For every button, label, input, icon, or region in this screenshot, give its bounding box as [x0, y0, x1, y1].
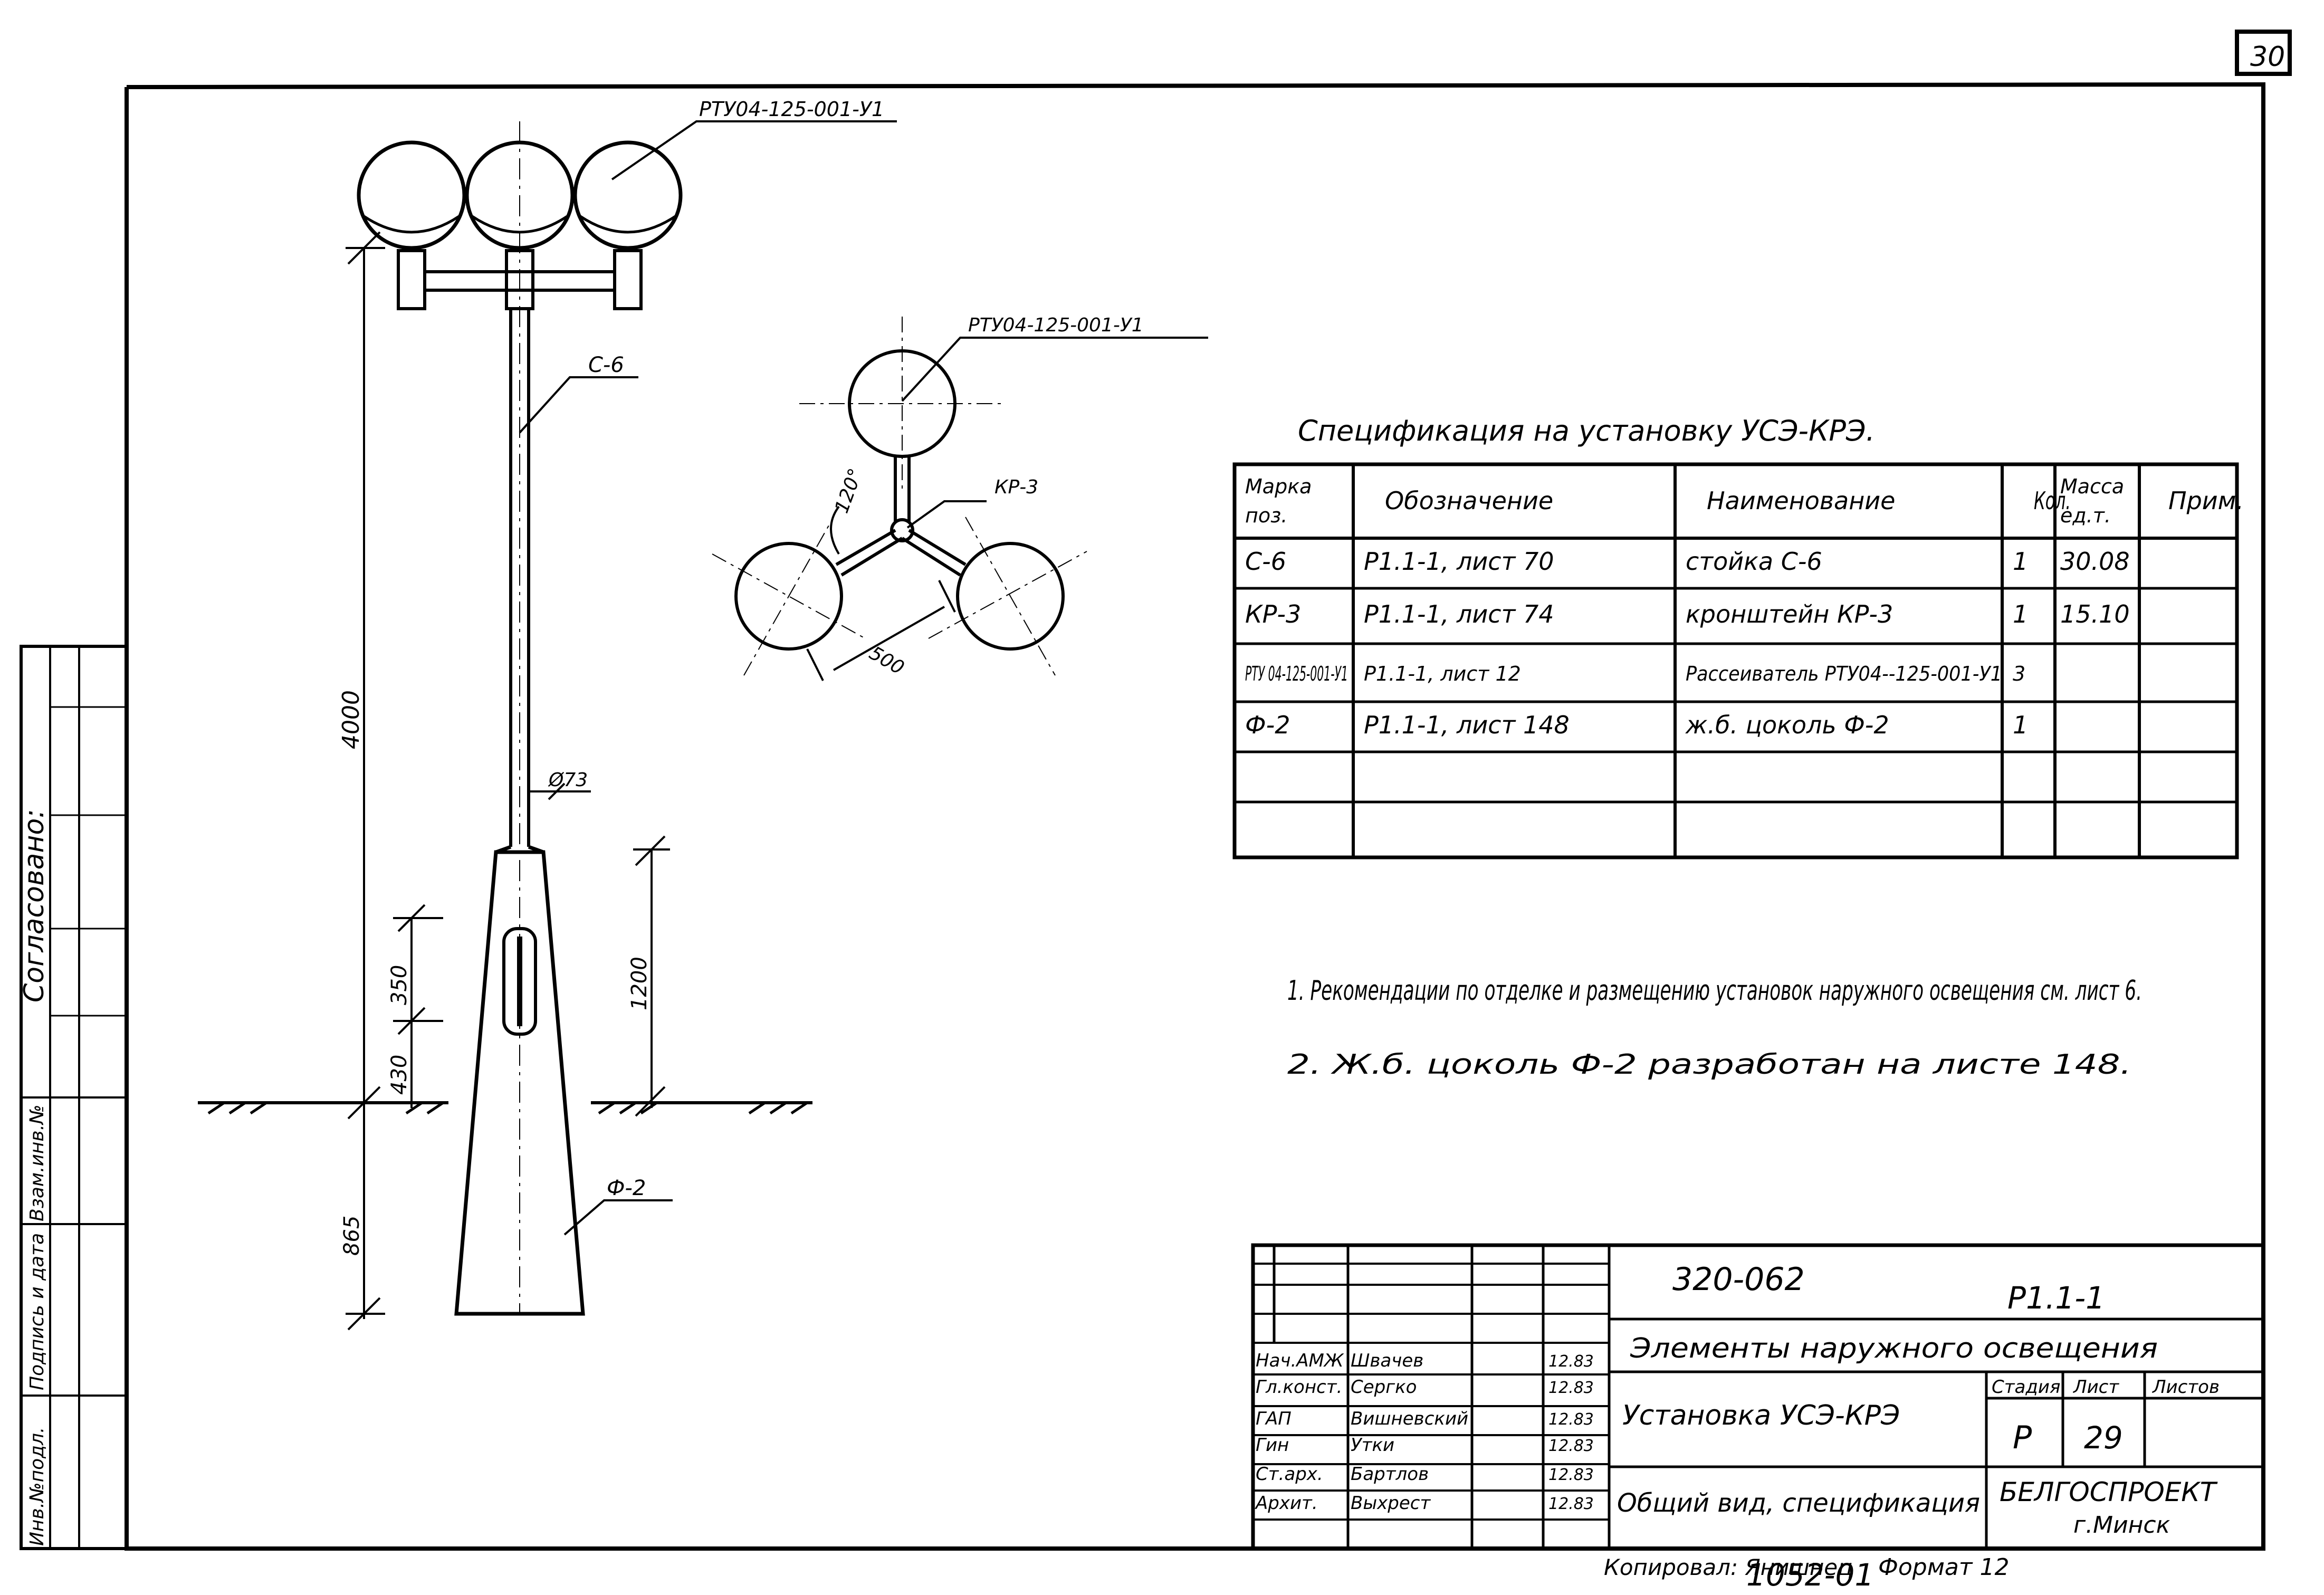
plan-bracket-arms	[835, 456, 967, 577]
note-2: 2. Ж.б. цоколь Ф-2 разработан на листе 1…	[1287, 1049, 2131, 1081]
dim-depth: 865	[340, 1216, 364, 1256]
sheet-label: Лист	[2072, 1377, 2119, 1398]
title-person: Швачев	[1351, 1350, 1423, 1371]
format-label: Формат 12	[1878, 1554, 2010, 1581]
stage-label: Стадия	[1992, 1377, 2060, 1398]
spec-header-cell: поз.	[1245, 504, 1287, 527]
title-person: Выхрест	[1351, 1493, 1431, 1514]
title-role: Гл.конст.	[1256, 1377, 1342, 1398]
plan-view: РТУ04-125-001-У1 КР-3 120° 500	[712, 314, 1208, 681]
spec-table: Марка поз. Обозначение Наименование Кол.Масс…	[1232, 462, 2244, 859]
plan-lamp-mark-label: РТУ04-125-001-У1	[968, 314, 1144, 336]
pole-mast	[509, 309, 530, 847]
title-person: Сергко	[1351, 1377, 1417, 1398]
title-person: Утки	[1351, 1435, 1394, 1456]
sheet-value: 29	[2084, 1420, 2123, 1456]
spec-title: Спецификация на установку УСЭ-КРЭ.	[1298, 414, 1875, 447]
spec-cell: 1	[2013, 547, 2028, 576]
pole-elevation: 4000 350 430 1200 865 Ø73 РТУ04-125-001-…	[198, 98, 897, 1331]
stage-value: Р	[2013, 1419, 2032, 1456]
title-role: Архит.	[1255, 1493, 1318, 1514]
pole-door	[502, 927, 537, 1036]
note-1: 1. Рекомендации по отделке и размещению …	[1287, 975, 2142, 1007]
dim-diameter: Ø73	[548, 769, 588, 791]
corner-box	[2235, 30, 2292, 76]
spec-header-cell: ед.т.	[2060, 504, 2111, 527]
foundation-mark-label: Ф-2	[607, 1176, 646, 1200]
spec-cell: Ф-2	[1245, 711, 1290, 739]
bracket-mark-label: КР-3	[994, 476, 1038, 498]
sheet-name: Общий вид, спецификация	[1617, 1488, 1980, 1518]
pole-mark-label: С-6	[588, 353, 624, 377]
spec-cell: ж.б. цоколь Ф-2	[1685, 711, 1889, 739]
dim-door-lower: 430	[387, 1055, 412, 1095]
title-role: ГАП	[1256, 1408, 1292, 1429]
dim-angle: 120°	[831, 466, 867, 517]
globe-left	[357, 140, 466, 250]
dim-base-height: 1200	[627, 957, 652, 1010]
archive-number: 1052-01	[1746, 1557, 1874, 1593]
spec-cell: Рассеиватель РТУ04--125-001-У1	[1686, 662, 2002, 685]
sign-date-label: Подпись и дата	[26, 1233, 48, 1390]
title-role: Ст.арх.	[1256, 1464, 1323, 1485]
spec-cell: 3	[2013, 662, 2025, 685]
dim-height-total: 4000	[338, 690, 365, 749]
spec-cell: КР-3	[1245, 600, 1301, 628]
dim-door-upper: 350	[387, 965, 412, 1005]
title-person: Вишневский	[1351, 1408, 1468, 1429]
agreed-label: Согласовано:	[18, 809, 50, 1002]
title-date: 12.83	[1548, 1352, 1594, 1371]
spec-cell: Р1.1-1, лист 74	[1364, 600, 1554, 628]
title-date: 12.83	[1548, 1495, 1594, 1513]
sheets-label: Листов	[2151, 1377, 2220, 1398]
spec-header-cell: Марка	[1245, 475, 1312, 498]
left-strip: Согласовано: Взам.инв.№ Подпись и дата И…	[18, 645, 128, 1550]
spec-cell: С-6	[1245, 547, 1286, 576]
plan-globe-right	[956, 542, 1065, 651]
title-date: 12.83	[1548, 1379, 1594, 1397]
sheet-corner-number: 30	[2250, 41, 2285, 73]
spec-header-cell: Прим.	[2168, 486, 2244, 515]
title-date: 12.83	[1548, 1437, 1594, 1455]
spec-cell: 1	[2013, 711, 2028, 739]
org-name: БЕЛГОСПРОЕКТ	[2000, 1477, 2218, 1507]
spec-header-cell: Обозначение	[1385, 486, 1553, 515]
inv-orig-label: Инв.№подл.	[26, 1427, 48, 1546]
spec-cell: Р1.1-1, лист 12	[1364, 662, 1521, 685]
spec-cell: Р1.1-1, лист 70	[1364, 547, 1554, 576]
spec-header-cell: Кол.	[2034, 486, 2071, 515]
main-frame	[125, 82, 2265, 1551]
section-title: Элементы наружного освещения	[1630, 1333, 2158, 1364]
spec-cell: 30.08	[2060, 547, 2130, 576]
title-role: Гин	[1256, 1435, 1289, 1456]
replace-inv-label: Взам.инв.№	[26, 1104, 48, 1221]
object-title: Установка УСЭ-КРЭ	[1622, 1400, 1900, 1431]
spec-cell: 15.10	[2060, 600, 2130, 628]
doc-code: Р1.1-1	[2007, 1280, 2105, 1316]
spec-cell: РТУ 04-125-001-У1	[1245, 662, 1348, 685]
spec-header-cell: Масса	[2060, 475, 2124, 498]
spec-cell: 1	[2013, 600, 2028, 628]
globe-right	[573, 140, 683, 250]
title-role: Нач.АМЖ	[1256, 1350, 1344, 1371]
plan-globe-left	[734, 542, 843, 651]
title-person: Бартлов	[1351, 1464, 1429, 1485]
org-city: г.Минск	[2073, 1512, 2170, 1539]
lamp-mark-label: РТУ04-125-001-У1	[699, 98, 884, 121]
copied-by: Копировал: Янишнец	[1604, 1554, 1853, 1580]
title-date: 12.83	[1548, 1410, 1594, 1429]
title-block	[1251, 1243, 2265, 1551]
spec-cell: Р1.1-1, лист 148	[1364, 711, 1570, 739]
title-date: 12.83	[1548, 1466, 1594, 1484]
spec-header-cell: Наименование	[1707, 486, 1895, 515]
spec-cell: кронштейн КР-3	[1686, 600, 1893, 628]
spec-cell: стойка С-6	[1686, 547, 1822, 576]
pole-base	[454, 845, 585, 1316]
doc-number: 320-062	[1672, 1261, 1805, 1298]
